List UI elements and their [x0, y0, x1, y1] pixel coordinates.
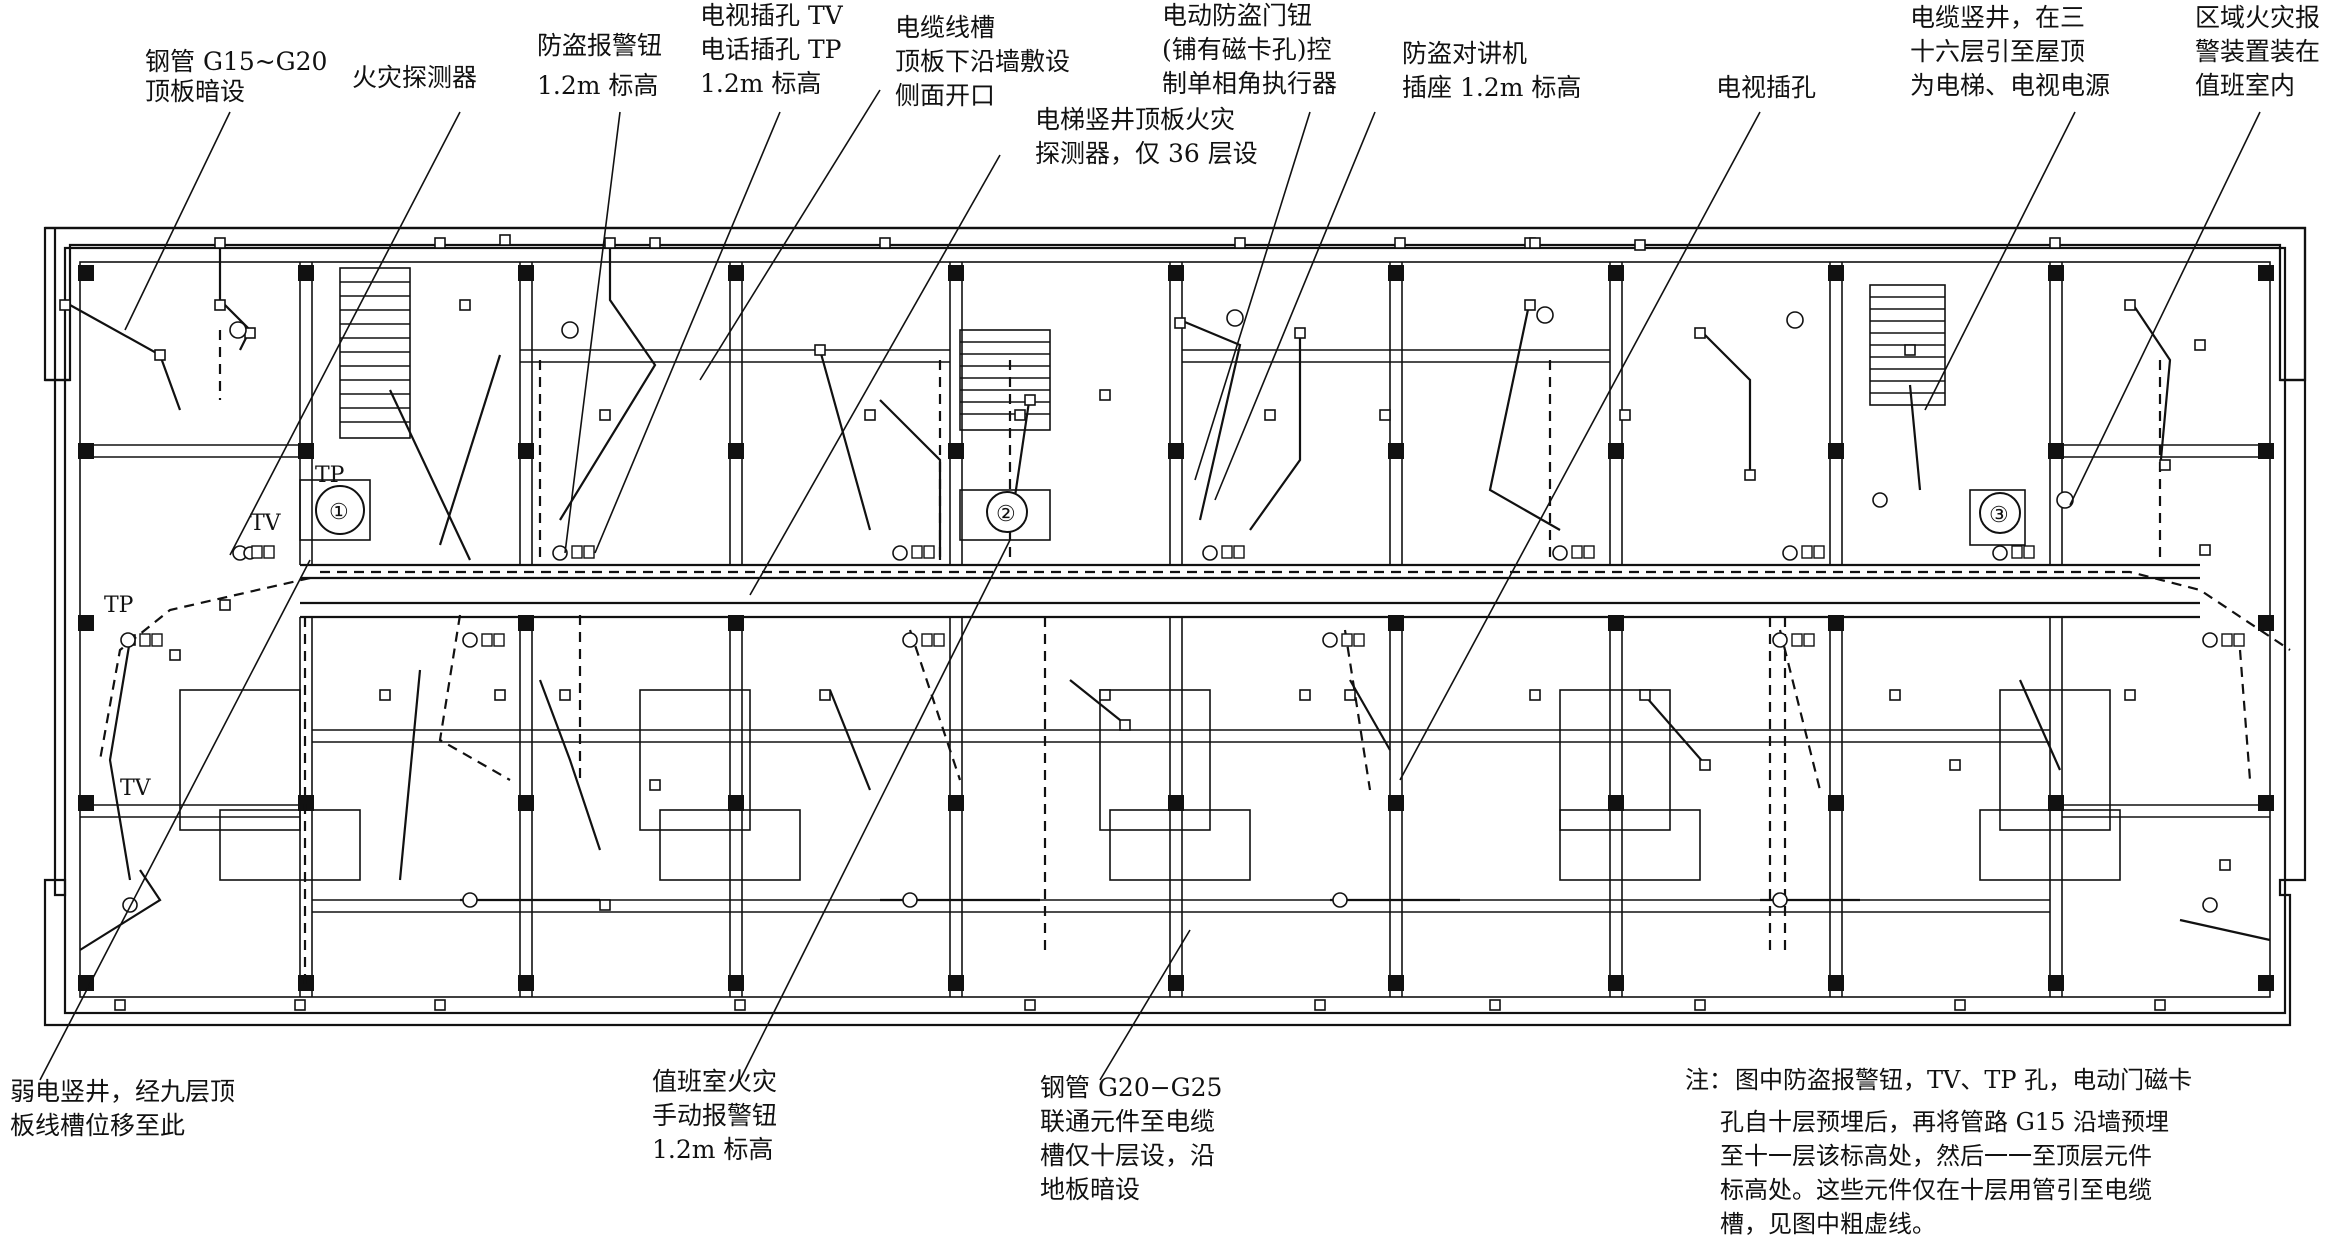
- conduit-wiring: [69, 240, 2291, 990]
- mark-tv-2: TV: [120, 776, 152, 801]
- label-burglar-alarm-line2: 1.2m 标高: [537, 71, 658, 100]
- label-door-button-line2: (铺有磁卡孔)控: [1162, 35, 1332, 64]
- label-tv-tp-line2: 电话插孔 TP: [700, 35, 841, 64]
- label-steel-pipe-top-line2: 顶板暗设: [145, 77, 245, 106]
- annotation-labels: 钢管 G15~G20 顶板暗设 火灾探测器 防盗报警钮 1.2m 标高 电视插孔…: [10, 1, 2328, 1204]
- label-cable-shaft-line3: 为电梯、电视电源: [1910, 71, 2110, 100]
- label-elevator-detector-line2: 探测器，仅 36 层设: [1035, 139, 1258, 168]
- interior-walls: [80, 262, 2270, 997]
- label-door-button-line1: 电动防盗门钮: [1162, 1, 1312, 30]
- label-intercom-line2: 插座 1.2m 标高: [1402, 73, 1581, 102]
- note-line-1: 图中防盗报警钮，TV、TP 孔，电动门磁卡: [1735, 1066, 2192, 1094]
- label-zone-alarm-line1: 区域火灾报: [2195, 3, 2320, 32]
- weak-current-shaft-3: [1969, 489, 2026, 546]
- plan-marks: TP TV TP TV ① ② ③: [104, 463, 2009, 801]
- label-elevator-detector-line1: 电梯竖井顶板火灾: [1035, 105, 1235, 134]
- label-intercom-line1: 防盗对讲机: [1402, 39, 1527, 68]
- leader-lines: [39, 89, 2261, 1081]
- note-line-5: 槽，见图中粗虚线。: [1720, 1210, 1936, 1238]
- label-duty-room-manual-alarm: 值班室火灾 手动报警钮 1.2m 标高: [652, 1067, 785, 1164]
- weak-current-shaft-2: [959, 489, 1051, 541]
- label-duty-alarm-line3: 1.2m 标高: [652, 1135, 773, 1164]
- note-line-3: 至十一层该标高处，然后一一至顶层元件: [1720, 1142, 2152, 1170]
- label-steel-pipe-top: 钢管 G15~G20 顶板暗设: [145, 47, 335, 106]
- mark-shaft-2: ②: [996, 502, 1016, 527]
- note-line-4: 标高处。这些元件仅在十层用管引至电缆: [1720, 1176, 2152, 1204]
- label-steel-pipe-top-line1: 钢管 G15~G20: [145, 47, 327, 76]
- label-tv-tp-line3: 1.2m 标高: [700, 69, 821, 98]
- label-steel-floor-line2: 联通元件至电缆: [1040, 1107, 1215, 1136]
- stair-left: [339, 267, 411, 439]
- building-outline: [43, 226, 2307, 1027]
- label-duty-alarm-line1: 值班室火灾: [652, 1067, 777, 1096]
- label-door-button-line3: 制单相角执行器: [1162, 69, 1337, 98]
- label-weak-shaft-line2: 板线槽位移至此: [10, 1111, 185, 1140]
- label-steel-floor-line4: 地板暗设: [1040, 1175, 1140, 1204]
- mark-tv-1: TV: [250, 511, 282, 536]
- label-weak-shaft-line1: 弱电竖井，经九层顶: [10, 1077, 235, 1106]
- label-cable-shaft-line2: 十六层引至屋顶: [1910, 37, 2085, 66]
- label-fire-detector: 火灾探测器: [352, 63, 477, 92]
- mark-shaft-3: ③: [1989, 503, 2009, 528]
- label-cable-tray: 电缆线槽 顶板下沿墙敷设 侧面开口: [895, 13, 1078, 110]
- weak-current-shaft-1: [299, 479, 371, 541]
- mark-shaft-1: ①: [329, 500, 349, 525]
- label-steel-pipe-floor: 钢管 G20−G25 联通元件至电缆 槽仅十层设，沿 地板暗设: [1040, 1073, 1230, 1204]
- drawing-note: 注： 图中防盗报警钮，TV、TP 孔，电动门磁卡 孔自十层预埋后，再将管路 G1…: [1685, 1066, 2192, 1238]
- label-steel-floor-line1: 钢管 G20−G25: [1040, 1073, 1222, 1102]
- label-zone-alarm-line2: 警装置装在: [2195, 37, 2320, 66]
- label-electric-door-button: 电动防盗门钮 (铺有磁卡孔)控 制单相角执行器: [1162, 1, 1339, 98]
- label-cable-shaft-line1: 电缆竖井，在三: [1910, 3, 2085, 32]
- label-zone-alarm-line3: 值班室内: [2195, 71, 2295, 100]
- mark-tp-2: TP: [104, 593, 134, 618]
- label-cable-tray-line3: 侧面开口: [895, 81, 995, 110]
- label-zone-fire-alarm: 区域火灾报 警装置装在 值班室内: [2195, 3, 2328, 100]
- label-tv-tp-line1: 电视插孔 TV: [700, 1, 844, 30]
- label-weak-current-shaft: 弱电竖井，经九层顶 板线槽位移至此: [10, 1077, 243, 1140]
- label-steel-floor-line3: 槽仅十层设，沿: [1040, 1141, 1215, 1170]
- note-line-2: 孔自十层预埋后，再将管路 G15 沿墙预埋: [1720, 1108, 2169, 1136]
- label-elevator-shaft-detector: 电梯竖井顶板火灾 探测器，仅 36 层设: [1035, 105, 1258, 168]
- label-burglar-alarm-button: 防盗报警钮 1.2m 标高: [537, 31, 670, 100]
- label-duty-alarm-line2: 手动报警钮: [652, 1101, 777, 1130]
- label-tv-socket: 电视插孔: [1716, 73, 1816, 102]
- mark-tp-1: TP: [315, 463, 345, 488]
- label-intercom-socket: 防盗对讲机 插座 1.2m 标高: [1402, 39, 1581, 102]
- label-burglar-alarm-line1: 防盗报警钮: [537, 31, 662, 60]
- device-markers: [59, 234, 2231, 1011]
- label-cable-shaft: 电缆竖井，在三 十六层引至屋顶 为电梯、电视电源: [1910, 3, 2110, 100]
- note-prefix: 注：: [1685, 1066, 1733, 1094]
- label-tv-tp-socket: 电视插孔 TV 电话插孔 TP 1.2m 标高: [700, 1, 851, 98]
- structural-columns: [78, 265, 2274, 991]
- stair-center: [959, 329, 1051, 431]
- label-cable-tray-line1: 电缆线槽: [895, 13, 995, 42]
- label-cable-tray-line2: 顶板下沿墙敷设: [895, 47, 1070, 76]
